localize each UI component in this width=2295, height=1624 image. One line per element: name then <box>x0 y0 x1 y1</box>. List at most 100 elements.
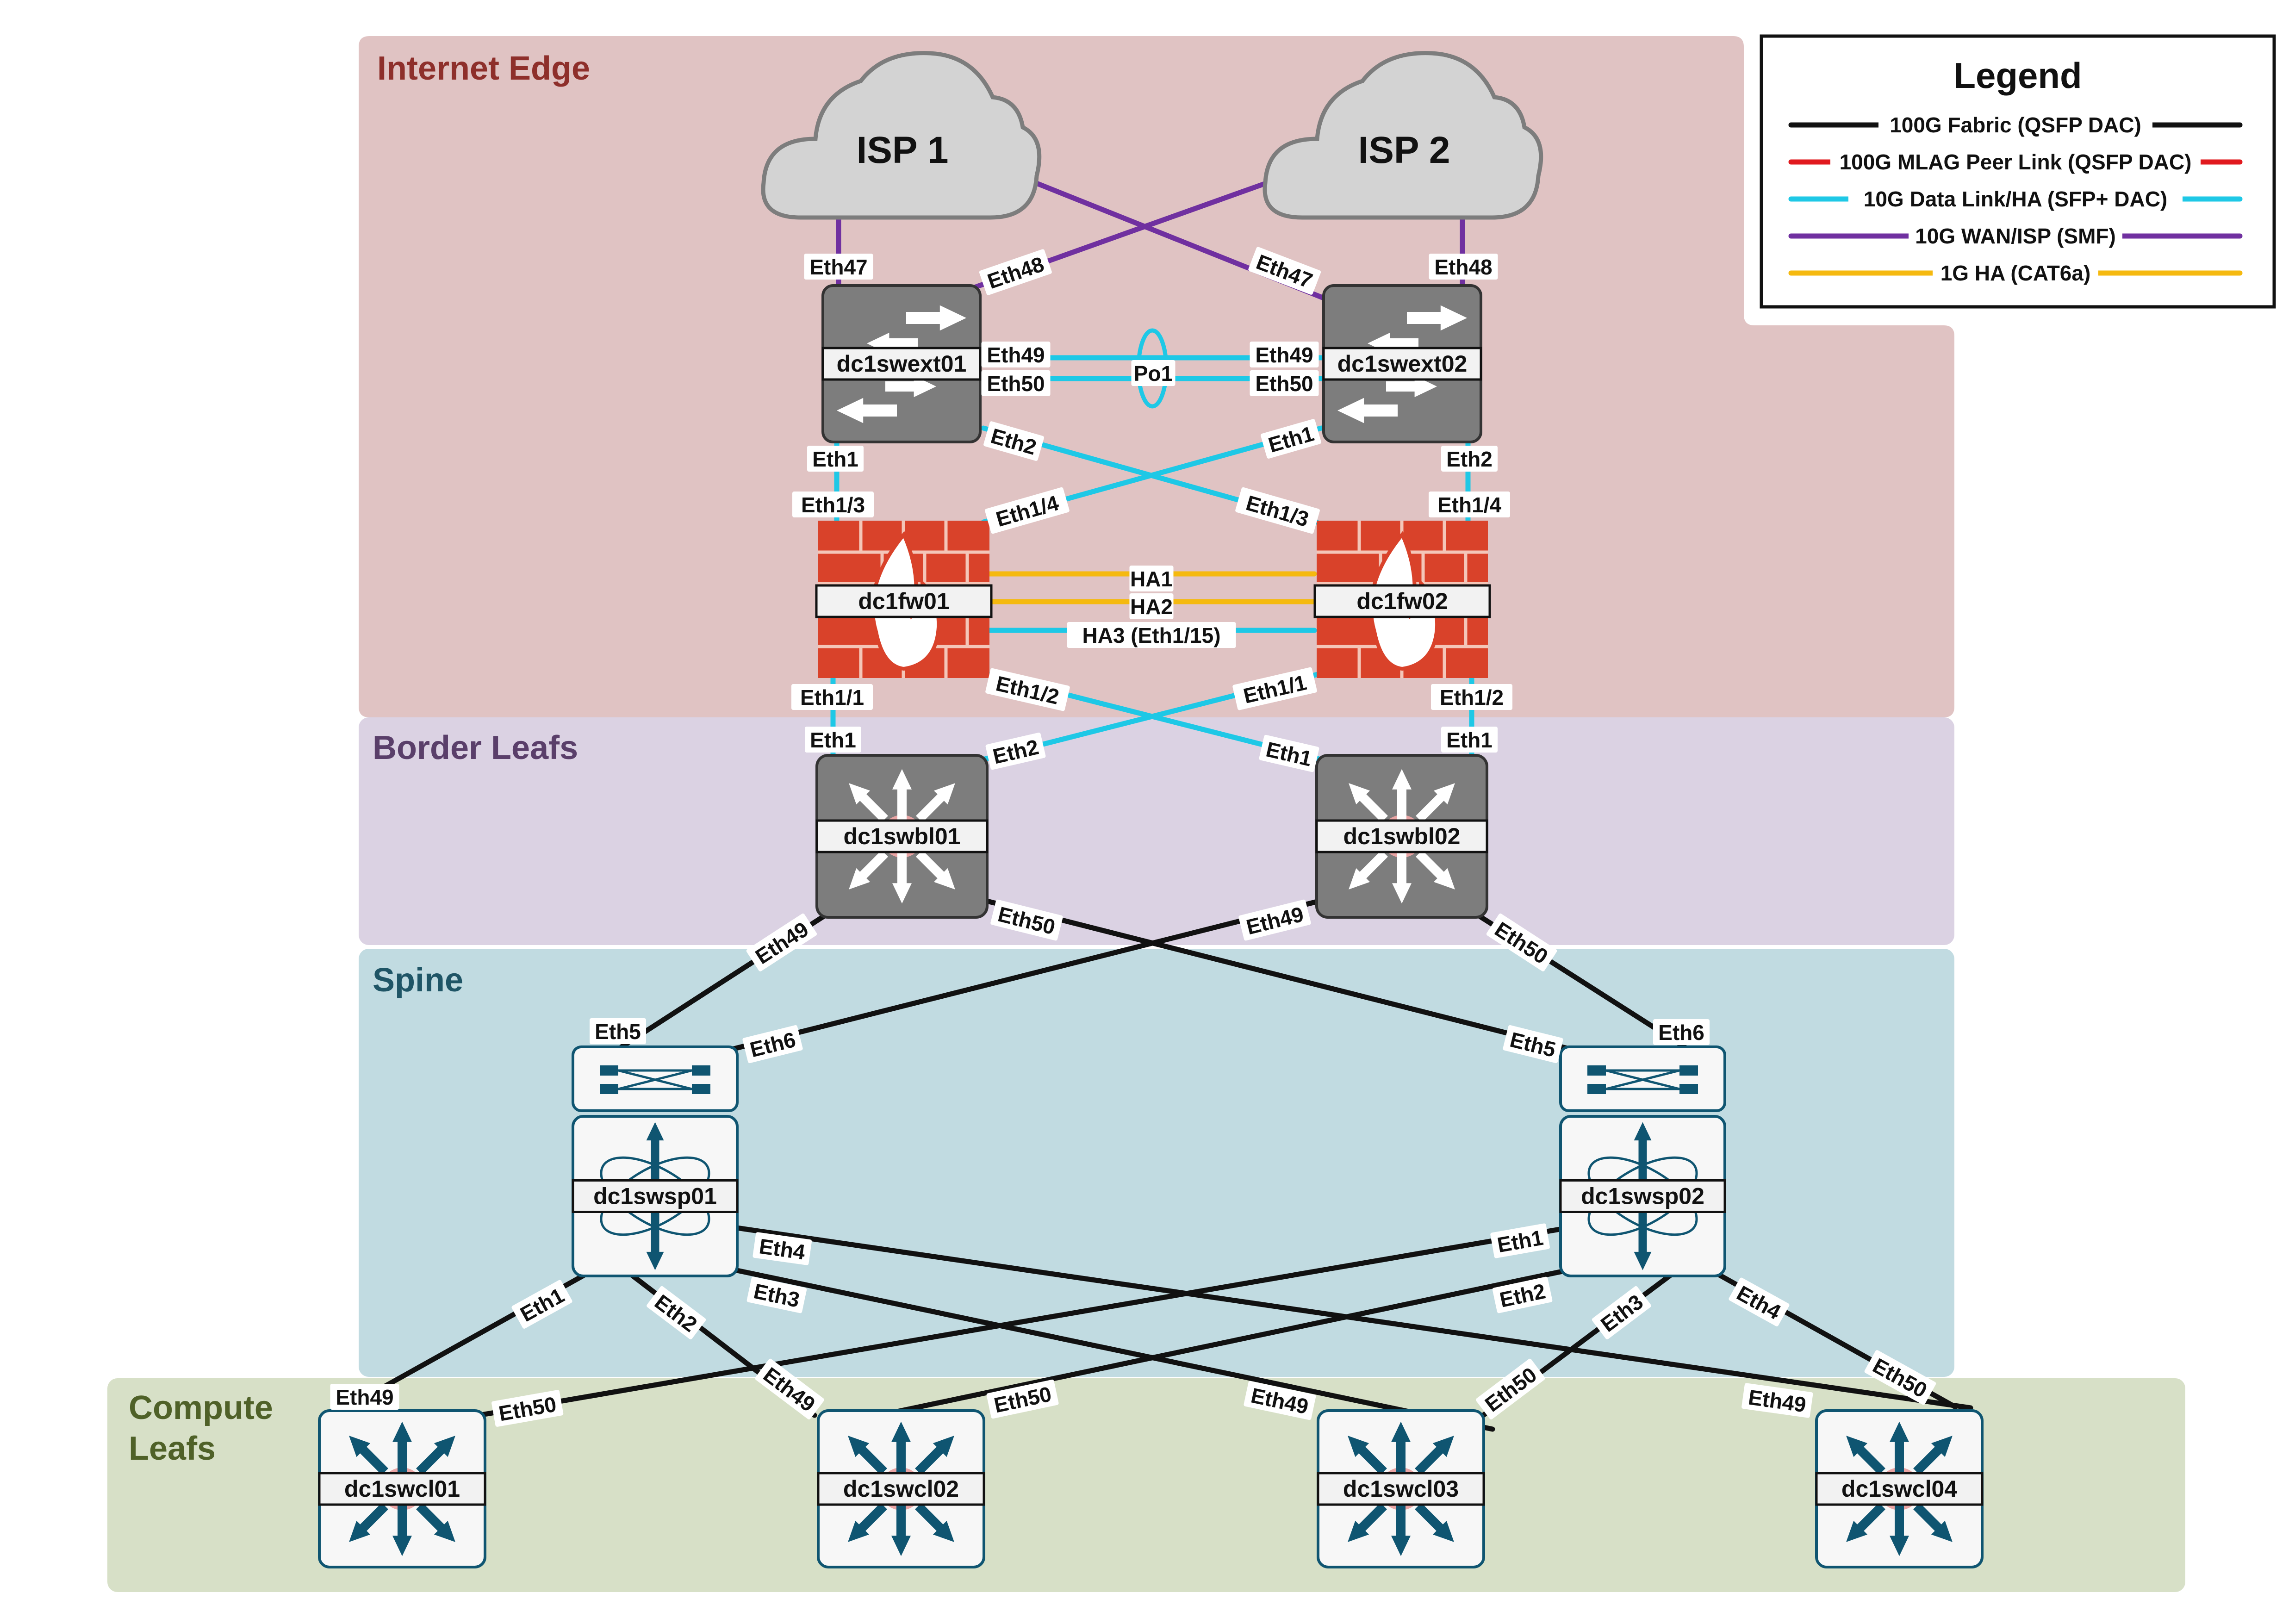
dc1swbl01-switch: dc1swbl01 <box>815 754 989 919</box>
dc1swcl04-switch: dc1swcl04 <box>1815 1409 1984 1568</box>
port-label-sp02-cl02-1: Eth50 <box>986 1379 1059 1419</box>
nodes: ISP 1 ISP 2 dc1swext01 dc1swext02 dc1fw0… <box>318 51 1984 1568</box>
isp1-cloud: ISP 1 <box>761 51 1042 220</box>
dc1swcl02-switch: dc1swcl02 <box>817 1409 985 1568</box>
spine-switch-icon <box>1559 1045 1726 1277</box>
svg-text:Eth49: Eth49 <box>1255 343 1313 367</box>
dc1swsp01-switch: dc1swsp01 <box>572 1045 739 1277</box>
dc1swcl01-label: dc1swcl01 <box>344 1476 460 1502</box>
legend-items: 100G Fabric (QSFP DAC) 100G MLAG Peer Lin… <box>1788 111 2243 286</box>
dc1swsp01-label: dc1swsp01 <box>593 1183 717 1209</box>
port-label-bl02-sp02-1: Eth6 <box>1653 1019 1710 1045</box>
zone-compute-leafs <box>107 1378 2185 1592</box>
dc1swsp02-label: dc1swsp02 <box>1581 1183 1704 1209</box>
dc1fw02-label: dc1fw02 <box>1356 588 1448 614</box>
svg-text:100G Fabric (QSFP DAC): 100G Fabric (QSFP DAC) <box>1890 113 2141 137</box>
svg-text:Eth1: Eth1 <box>810 728 856 752</box>
dc1swcl04-label: dc1swcl04 <box>1841 1476 1957 1502</box>
dc1swbl02-label: dc1swbl02 <box>1343 823 1461 849</box>
legend-item-wan: 10G WAN/ISP (SMF) <box>1788 222 2243 249</box>
port-label-bl01-sp01-1: Eth5 <box>590 1018 646 1044</box>
port-label-sp01-cl01-1: Eth49 <box>330 1384 399 1410</box>
port-label-ext-po1-b-1: Eth50 <box>1250 370 1319 396</box>
legend-title: Legend <box>1953 55 2082 96</box>
svg-text:Eth1/4: Eth1/4 <box>1437 493 1501 517</box>
svg-text:HA1: HA1 <box>1130 567 1173 591</box>
port-label-sp01-cl04-1: Eth49 <box>1741 1383 1813 1418</box>
legend-item-ha: 1G HA (CAT6a) <box>1788 259 2243 286</box>
cloud-icon <box>1263 51 1543 220</box>
port-label-fw01-bl01-1: Eth1 <box>805 727 861 753</box>
dc1fw02-firewall: dc1fw02 <box>1313 521 1491 678</box>
port-label-ext02-fw02-0: Eth2 <box>1441 446 1498 472</box>
zone-title-spine: Spine <box>373 962 463 999</box>
svg-text:Eth48: Eth48 <box>1434 255 1492 279</box>
svg-text:Eth1/3: Eth1/3 <box>801 493 865 517</box>
legend: Legend 100G Fabric (QSFP DAC) 100G MLAG P… <box>1760 34 2276 309</box>
svg-text:Eth1: Eth1 <box>812 447 858 471</box>
link-dc1swsp02-dc1swcl02 <box>817 1263 1592 1431</box>
port-label-fw02-bl02-0: Eth1/2 <box>1431 684 1512 710</box>
dc1swcl03-label: dc1swcl03 <box>1343 1476 1459 1502</box>
svg-text:10G WAN/ISP (SMF): 10G WAN/ISP (SMF) <box>1915 224 2116 248</box>
link-dc1swsp01-dc1swcl03 <box>712 1263 1495 1432</box>
link-dc1swsp02-dc1swcl01 <box>444 1225 1571 1424</box>
zone-border-leafs <box>359 717 1954 945</box>
svg-text:100G MLAG Peer Link (QSFP DAC): 100G MLAG Peer Link (QSFP DAC) <box>1840 150 2192 174</box>
dc1swext02-label: dc1swext02 <box>1337 351 1468 377</box>
svg-text:Eth47: Eth47 <box>809 255 867 279</box>
svg-text:1G HA (CAT6a): 1G HA (CAT6a) <box>1940 261 2091 285</box>
svg-text:Eth2: Eth2 <box>1446 447 1493 471</box>
port-label-ext-po1-a-0: Eth49 <box>981 342 1051 367</box>
port-label-fw-ha3-0: HA3 (Eth1/15) <box>1067 622 1236 648</box>
svg-text:Eth49: Eth49 <box>987 343 1045 367</box>
port-label-fw-ha2-0: HA2 <box>1129 593 1174 619</box>
svg-text:Eth5: Eth5 <box>595 1020 641 1044</box>
legend-item-peer: 100G MLAG Peer Link (QSFP DAC) <box>1788 148 2243 175</box>
svg-text:Eth1/2: Eth1/2 <box>1440 685 1504 709</box>
dc1swext01-label: dc1swext01 <box>837 351 967 377</box>
svg-text:HA3 (Eth1/15): HA3 (Eth1/15) <box>1082 623 1220 647</box>
legend-item-fabric: 100G Fabric (QSFP DAC) <box>1788 111 2243 138</box>
dc1swext01-switch: dc1swext01 <box>821 284 982 443</box>
dc1swcl02-label: dc1swcl02 <box>843 1476 959 1502</box>
port-label-sp01-cl04-0: Eth4 <box>753 1232 812 1265</box>
dc1swbl02-switch: dc1swbl02 <box>1315 754 1488 919</box>
svg-text:Eth50: Eth50 <box>1255 372 1313 396</box>
port-label-ext-po1-b-0: Eth50 <box>981 370 1051 396</box>
dc1fw01-label: dc1fw01 <box>858 588 949 614</box>
port-label-fw-ha1-0: HA1 <box>1129 566 1174 591</box>
port-label-ext01-fw01-0: Eth1 <box>807 446 864 472</box>
dc1swcl01-switch: dc1swcl01 <box>318 1409 486 1568</box>
svg-text:Eth49: Eth49 <box>336 1385 393 1409</box>
dc1fw01-firewall: dc1fw01 <box>815 521 993 678</box>
link-dc1swbl02-dc1swsp01 <box>728 897 1325 1052</box>
svg-text:Eth1: Eth1 <box>1446 728 1493 752</box>
svg-text:Eth6: Eth6 <box>1658 1020 1704 1045</box>
svg-text:10G Data Link/HA (SFP+ DAC): 10G Data Link/HA (SFP+ DAC) <box>1864 187 2167 211</box>
port-label-po1-0: Po1 <box>1131 360 1175 386</box>
svg-text:Eth1/1: Eth1/1 <box>800 685 864 709</box>
spine-switch-icon <box>572 1045 739 1277</box>
port-label-isp2-ext02-0: Eth48 <box>1429 254 1498 280</box>
isp1-label: ISP 1 <box>856 129 948 171</box>
dc1swbl01-label: dc1swbl01 <box>844 823 961 849</box>
zone-title-border-leafs: Border Leafs <box>373 729 578 766</box>
svg-text:Po1: Po1 <box>1134 361 1173 386</box>
cloud-icon <box>761 51 1042 220</box>
port-label-ext01-fw01-1: Eth1/3 <box>792 492 874 517</box>
svg-text:HA2: HA2 <box>1130 595 1173 619</box>
port-label-ext02-fw02-1: Eth1/4 <box>1429 492 1510 517</box>
port-label-fw02-bl02-1: Eth1 <box>1441 727 1498 753</box>
dc1swext02-switch: dc1swext02 <box>1322 284 1482 443</box>
port-label-fw01-bl01-0: Eth1/1 <box>791 684 873 710</box>
isp2-cloud: ISP 2 <box>1263 51 1543 220</box>
svg-text:Eth50: Eth50 <box>987 372 1045 396</box>
zone-title-internet-edge: Internet Edge <box>377 50 590 87</box>
legend-item-data: 10G Data Link/HA (SFP+ DAC) <box>1788 185 2243 212</box>
port-label-sp02-cl02-0: Eth2 <box>1492 1276 1553 1313</box>
dc1swcl03-switch: dc1swcl03 <box>1317 1409 1485 1568</box>
